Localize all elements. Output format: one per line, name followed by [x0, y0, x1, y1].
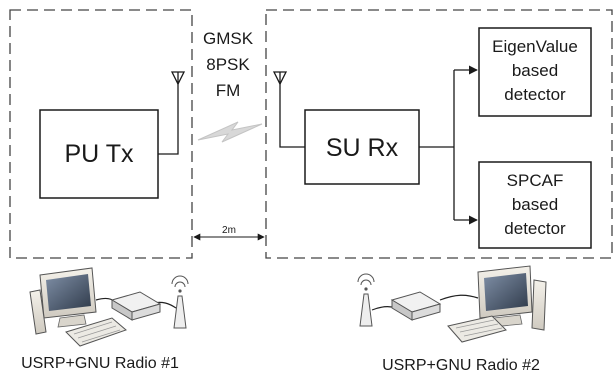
station-2-caption: USRP+GNU Radio #2	[382, 357, 540, 374]
station-2-hardware-icon	[357, 265, 547, 343]
station-2-antenna-icon	[357, 273, 375, 327]
distance-marker: 2m	[193, 225, 265, 241]
su-rx-label: SU Rx	[326, 134, 399, 162]
station-2-boundary	[265, 9, 613, 259]
spcaf-detector-block: SPCAF based detector	[478, 161, 592, 249]
usrp-device-icon	[110, 291, 162, 321]
detector-2-line-2: based	[512, 195, 558, 214]
rx-antenna-icon	[272, 71, 305, 148]
computer-tower-icon	[29, 289, 47, 335]
detector-connectors	[419, 65, 478, 225]
usrp-device-icon	[390, 291, 442, 321]
station-1-antenna-icon	[171, 275, 189, 329]
modulation-8psk: 8PSK	[206, 55, 250, 74]
station-1-boundary	[9, 9, 193, 259]
eigenvalue-detector-block: EigenValue based detector	[478, 27, 592, 117]
tx-antenna-icon	[158, 71, 186, 155]
computer-tower-icon	[531, 279, 547, 331]
keyboard-icon	[447, 315, 507, 343]
wireless-link-icon	[197, 121, 263, 143]
detector-1-line-3: detector	[504, 85, 566, 104]
pu-tx-label: PU Tx	[65, 140, 134, 168]
station-1-caption: USRP+GNU Radio #1	[21, 355, 179, 372]
station-1-hardware-icon	[29, 267, 189, 347]
detector-2-line-3: detector	[504, 219, 566, 238]
modulation-fm: FM	[216, 81, 241, 100]
modulation-list: GMSK 8PSK FM	[203, 29, 254, 100]
computer-monitor-icon	[39, 267, 97, 328]
modulation-gmsk: GMSK	[203, 29, 254, 48]
pu-tx-block: PU Tx	[39, 109, 159, 199]
su-rx-block: SU Rx	[304, 109, 420, 185]
distance-label: 2m	[222, 225, 236, 236]
detector-2-line-1: SPCAF	[507, 171, 564, 190]
detector-1-line-1: EigenValue	[492, 37, 578, 56]
detector-1-line-2: based	[512, 61, 558, 80]
